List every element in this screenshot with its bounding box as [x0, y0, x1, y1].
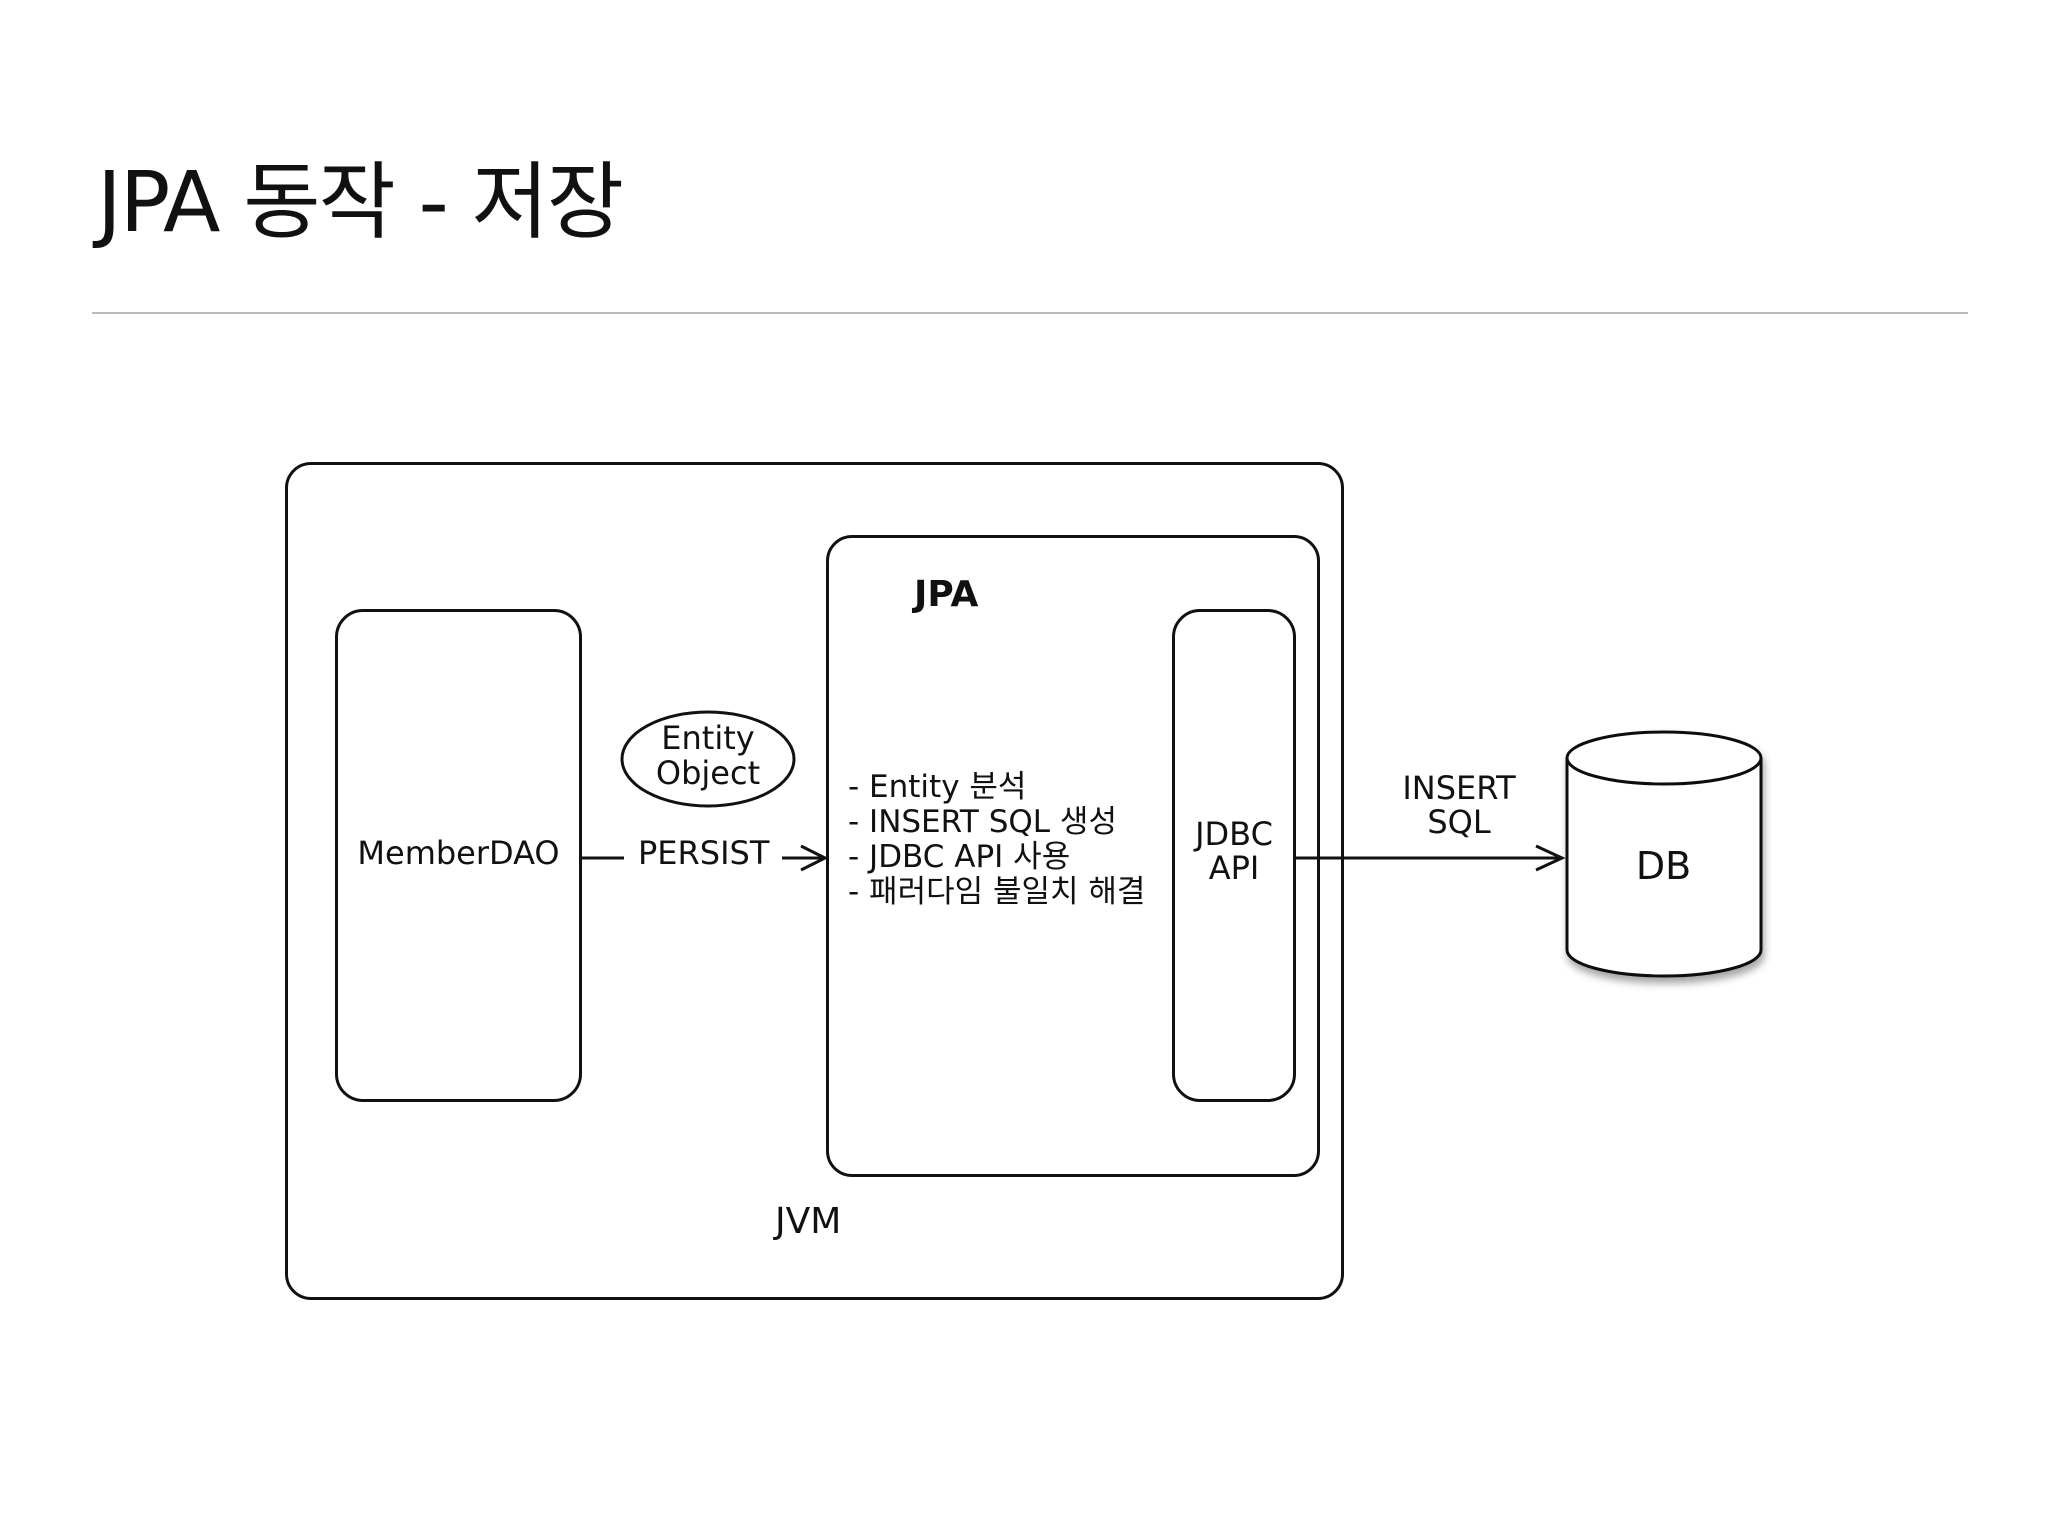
- member-dao-label: MemberDAO: [357, 834, 560, 872]
- jpa-title: JPA: [914, 574, 979, 615]
- jpa-feature-item: Entity 분석: [848, 770, 1145, 805]
- jvm-label: JVM: [775, 1201, 842, 1242]
- jpa-feature-item: INSERT SQL 생성: [848, 805, 1145, 840]
- database-label: DB: [1635, 844, 1692, 888]
- insert-sql-line1: INSERT: [1402, 769, 1516, 807]
- persist-arrow: [782, 844, 829, 872]
- jdbc-api-line2: API: [1208, 848, 1260, 887]
- insert-sql-label: INSERT SQL: [1380, 769, 1538, 841]
- jpa-feature-item: 패러다임 불일치 해결: [848, 875, 1145, 910]
- jdbc-api-label: JDBC API: [1172, 815, 1296, 887]
- database-cylinder: [1565, 730, 1763, 978]
- jdbc-api-line1: JDBC: [1195, 815, 1273, 853]
- insert-sql-line2: SQL: [1427, 802, 1491, 841]
- entity-object-line1: Entity: [661, 719, 755, 757]
- entity-object-label: Entity Object: [621, 721, 795, 790]
- jdbc-api-box: [1172, 609, 1296, 1102]
- jpa-feature-list: Entity 분석 INSERT SQL 생성 JDBC API 사용 패러다임…: [848, 770, 1145, 910]
- jpa-feature-item: JDBC API 사용: [848, 840, 1145, 875]
- entity-object-ellipse: [620, 710, 796, 808]
- member-dao-box: [335, 609, 582, 1102]
- persist-label: PERSIST: [638, 834, 770, 872]
- title-divider: [92, 312, 1968, 314]
- page-title: JPA 동작 - 저장: [97, 153, 624, 251]
- insert-sql-arrow: [1296, 844, 1566, 872]
- entity-object-line2: Object: [655, 753, 761, 792]
